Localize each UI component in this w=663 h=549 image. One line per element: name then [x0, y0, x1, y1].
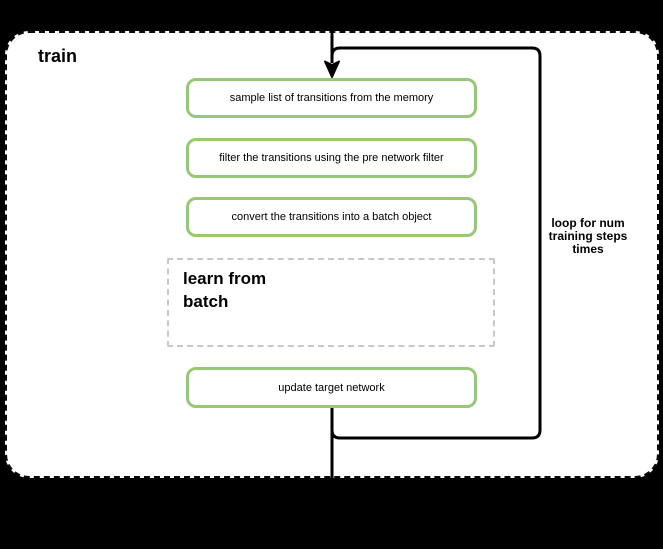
loop-boundary-path [330, 46, 542, 440]
loop-count-label: loop for num training steps times [548, 216, 628, 256]
train-group-title: train [38, 46, 78, 66]
step-update-target-network: update target network [186, 367, 477, 408]
arrow-down-icon [324, 60, 340, 78]
step-convert-to-batch: convert the transitions into a batch obj… [186, 197, 477, 237]
step-filter-transitions: filter the transitions using the pre net… [186, 138, 477, 178]
subprocess-label: learn from batch [183, 269, 267, 311]
step-sample-transitions: sample list of transitions from the memo… [186, 78, 477, 118]
subprocess-learn-from-batch: learn from batch [167, 258, 495, 347]
